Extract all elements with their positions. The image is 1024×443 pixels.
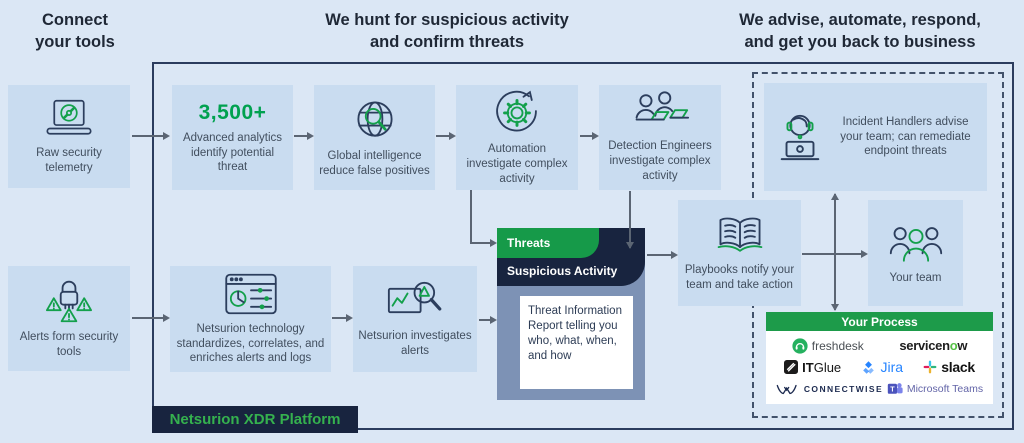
jira-logo: Jira xyxy=(861,359,903,375)
global-intelligence-box: Global intelligence reduce false positiv… xyxy=(314,85,435,190)
headset-agent-icon xyxy=(774,111,826,163)
threat-report-panel: Suspicious Activity Threats Threat Infor… xyxy=(497,228,645,400)
alerts-box: Alerts form security tools xyxy=(8,266,130,371)
investigates-box: Netsurion investigates alerts xyxy=(353,266,477,372)
analytics-label: Advanced analytics identify potential th… xyxy=(182,131,283,174)
arrow-global-to-automation xyxy=(436,132,456,140)
playbooks-label: Playbooks notify your team and take acti… xyxy=(684,264,795,291)
incident-handlers-box: Incident Handlers advise your team; can … xyxy=(764,83,987,191)
laptop-disc-icon xyxy=(43,98,95,140)
freshdesk-logo: freshdesk xyxy=(792,338,864,354)
technology-box: Netsurion technology standardizes, corre… xyxy=(170,266,331,372)
threat-report-text: Threat Information Report telling you wh… xyxy=(520,296,633,389)
playbooks-box: Playbooks notify your team and take acti… xyxy=(678,200,801,306)
your-process-logos: freshdesk servicenow ITGlue Jira xyxy=(766,331,993,404)
connectwise-logo: CONNECTWISE xyxy=(776,383,883,396)
arrow-detection-to-suspicious xyxy=(626,191,634,249)
your-team-box: Your team xyxy=(868,200,963,306)
technology-label: Netsurion technology standardizes, corre… xyxy=(176,322,325,365)
header-advise-respond: We advise, automate, respond, and get yo… xyxy=(739,11,981,51)
your-process-header: Your Process xyxy=(766,312,993,331)
engineers-laptops-icon xyxy=(630,91,690,133)
automation-label: Automation investigate complex activity xyxy=(466,143,568,185)
itglue-icon xyxy=(784,360,799,375)
threats-tab: Threats xyxy=(497,228,599,258)
arrow-into-threats-tab xyxy=(470,239,497,247)
incident-handlers-label: Incident Handlers advise your team; can … xyxy=(840,115,971,158)
arrow-automation-to-detection xyxy=(580,132,599,140)
freshdesk-icon xyxy=(792,338,808,354)
lock-alerts-icon xyxy=(41,278,97,324)
raw-telemetry-label: Raw security telemetry xyxy=(36,146,102,174)
global-intelligence-label: Global intelligence reduce false positiv… xyxy=(319,149,430,177)
globe-magnifier-icon xyxy=(351,97,399,143)
slack-logo: slack xyxy=(923,359,975,375)
servicenow-logo: servicenow xyxy=(899,338,968,354)
analytics-box: 3,500+ Advanced analytics identify poten… xyxy=(172,85,293,190)
arrow-automation-down-segment xyxy=(470,190,472,243)
xdr-platform-label: Netsurion XDR Platform xyxy=(152,406,358,433)
detection-engineers-box: Detection Engineers investigate complex … xyxy=(599,85,721,190)
automation-gear-icon xyxy=(492,88,542,136)
arrow-investigates-to-report xyxy=(479,316,497,324)
slack-icon xyxy=(923,361,937,374)
arrow-technology-to-investigates xyxy=(332,314,353,322)
arrow-raw-to-analytics xyxy=(132,132,170,140)
alerts-label: Alerts form security tools xyxy=(19,330,119,358)
itglue-logo: ITGlue xyxy=(784,360,841,375)
msteams-icon: T xyxy=(887,383,903,394)
browser-data-icon xyxy=(223,272,279,316)
arrow-alerts-to-technology xyxy=(132,314,170,322)
msteams-logo: T Microsoft Teams xyxy=(887,381,983,397)
connectwise-icon xyxy=(776,384,797,394)
header-connect-tools: Connect your tools xyxy=(35,11,115,51)
suspicious-activity-label: Suspicious Activity xyxy=(507,264,618,278)
team-icon xyxy=(888,221,944,265)
detection-engineers-label: Detection Engineers investigate complex … xyxy=(608,140,712,182)
playbook-icon xyxy=(713,213,767,257)
analytics-count: 3,500+ xyxy=(198,100,267,124)
investigates-label: Netsurion investigates alerts xyxy=(358,330,472,357)
jira-icon xyxy=(863,361,875,374)
header-hunt-confirm: We hunt for suspicious activity and conf… xyxy=(325,11,569,51)
raw-telemetry-box: Raw security telemetry xyxy=(8,85,130,188)
arrow-handlers-process-bidirectional xyxy=(831,193,839,311)
automation-box: Automation investigate complex activity xyxy=(456,85,578,190)
your-team-label: Your team xyxy=(889,271,942,284)
chart-magnifier-icon xyxy=(387,279,443,323)
arrow-analytics-to-global xyxy=(294,132,314,140)
arrow-threats-to-playbooks xyxy=(647,251,678,259)
svg-text:T: T xyxy=(890,385,895,394)
xdr-platform-frame xyxy=(152,62,1014,430)
